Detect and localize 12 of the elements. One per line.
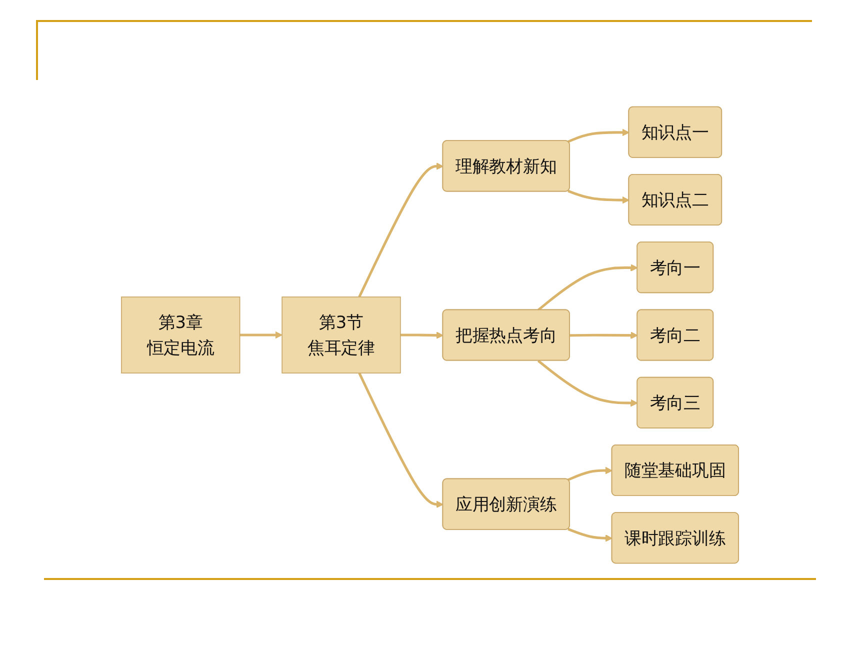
arrow (568, 466, 612, 482)
node-box: 第3节 焦耳定律 (282, 296, 401, 374)
arrow (358, 162, 444, 298)
arrow (570, 332, 638, 340)
arrow (568, 190, 630, 204)
arrow (240, 331, 282, 339)
arrow (568, 128, 630, 143)
arrow (568, 528, 612, 542)
arrow (537, 360, 638, 407)
arrow (537, 264, 638, 312)
arrow (358, 372, 444, 508)
arrow (400, 332, 444, 339)
